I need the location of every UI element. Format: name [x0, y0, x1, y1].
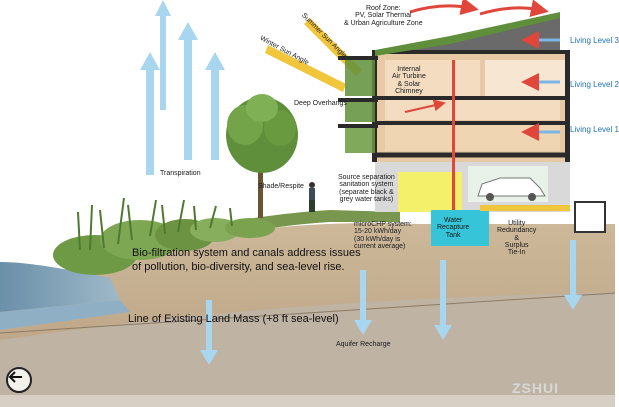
utility-label: Utility Redundancy & Surplus Tie-In [497, 220, 537, 257]
bedrock-layer [0, 292, 615, 407]
back-button[interactable] [6, 367, 32, 393]
living-level-1-label: Living Level 1 [570, 125, 619, 134]
biofiltration-text: Bio-filtration system and canals address… [132, 247, 361, 273]
airflow-arrows [404, 0, 560, 141]
deep-overhangs-label: Deep Overhangs [294, 100, 347, 107]
arrow-left-icon [8, 371, 22, 383]
person-figure [309, 182, 315, 212]
land-mass-label: Line of Existing Land Mass (+8 ft sea-le… [128, 313, 339, 325]
water-tank-label: Water Recapture Tank [437, 217, 470, 239]
watermark: ZSHUI [512, 380, 559, 396]
microchp-label: microCHP system: 15-20 kWh/day (30 kWh/d… [354, 221, 412, 251]
living-level-2-label: Living Level 2 [570, 80, 619, 89]
marsh-vegetation [53, 197, 275, 275]
transpiration-arrows [140, 0, 225, 175]
source-separation-label: Source separation sanitation system (sep… [338, 174, 395, 204]
transpiration-label: Transpiration [160, 170, 201, 177]
roof-zone-label: Roof Zone: PV, Solar Thermal & Urban Agr… [344, 5, 423, 27]
living-level-3-label: Living Level 3 [570, 36, 619, 45]
internal-air-label: Internal Air Turbine & Solar Chimney [392, 66, 426, 96]
land-mass-line [0, 292, 616, 334]
shade-label: Shade/Respite [258, 183, 304, 190]
tree-illustration [226, 94, 298, 218]
aquifer-arrows [200, 240, 582, 365]
building-section [338, 12, 606, 246]
aquifer-label: Aquifer Recharge [336, 341, 391, 348]
